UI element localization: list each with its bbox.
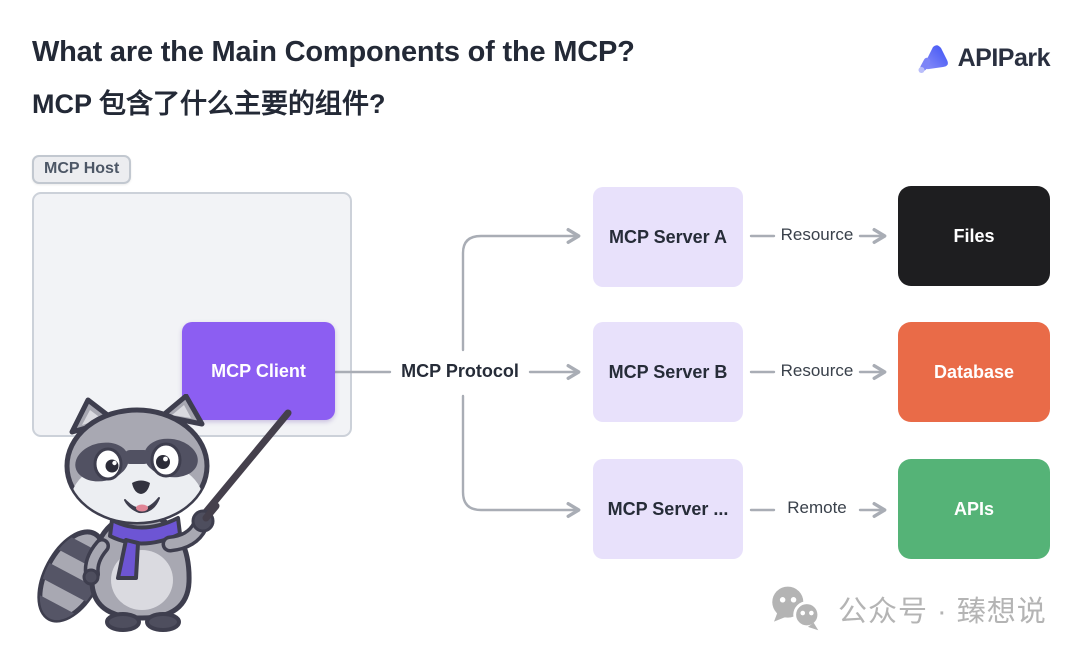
database-box: Database	[898, 322, 1050, 422]
files-box: Files	[898, 186, 1050, 286]
mcp-host-badge: MCP Host	[32, 155, 132, 184]
arrow-protocol-to-server-a	[461, 228, 581, 352]
watermark-text: 公众号 · 臻想说	[838, 596, 1047, 628]
apis-box: APIs	[898, 459, 1050, 559]
link-label-resource-a: Resource	[780, 225, 854, 244]
page-title-chinese: MCP 包含了什么主要的组件?	[32, 89, 386, 119]
apipark-logo-icon	[918, 45, 948, 73]
pointer-stick	[192, 409, 292, 528]
page-title-english: What are the Main Components of the MCP?	[32, 36, 635, 68]
arrow-protocol-to-server-c	[461, 394, 581, 518]
mcp-protocol-label: MCP Protocol	[401, 361, 519, 381]
link-label-remote: Remote	[787, 498, 847, 517]
link-label-resource-b: Resource	[780, 361, 854, 380]
wechat-icon	[772, 586, 821, 631]
watermark: 公众号 · 臻想说	[768, 586, 1047, 632]
raccoon-pointer-mascot	[30, 394, 292, 632]
mcp-client-box: MCP Client	[182, 322, 335, 420]
brand-logo: APIPark	[916, 42, 1051, 74]
mcp-server-etc-box: MCP Server ...	[593, 459, 743, 559]
mcp-server-a-box: MCP Server A	[593, 187, 743, 287]
brand-name: APIPark	[957, 43, 1051, 72]
mcp-server-b-box: MCP Server B	[593, 322, 743, 422]
